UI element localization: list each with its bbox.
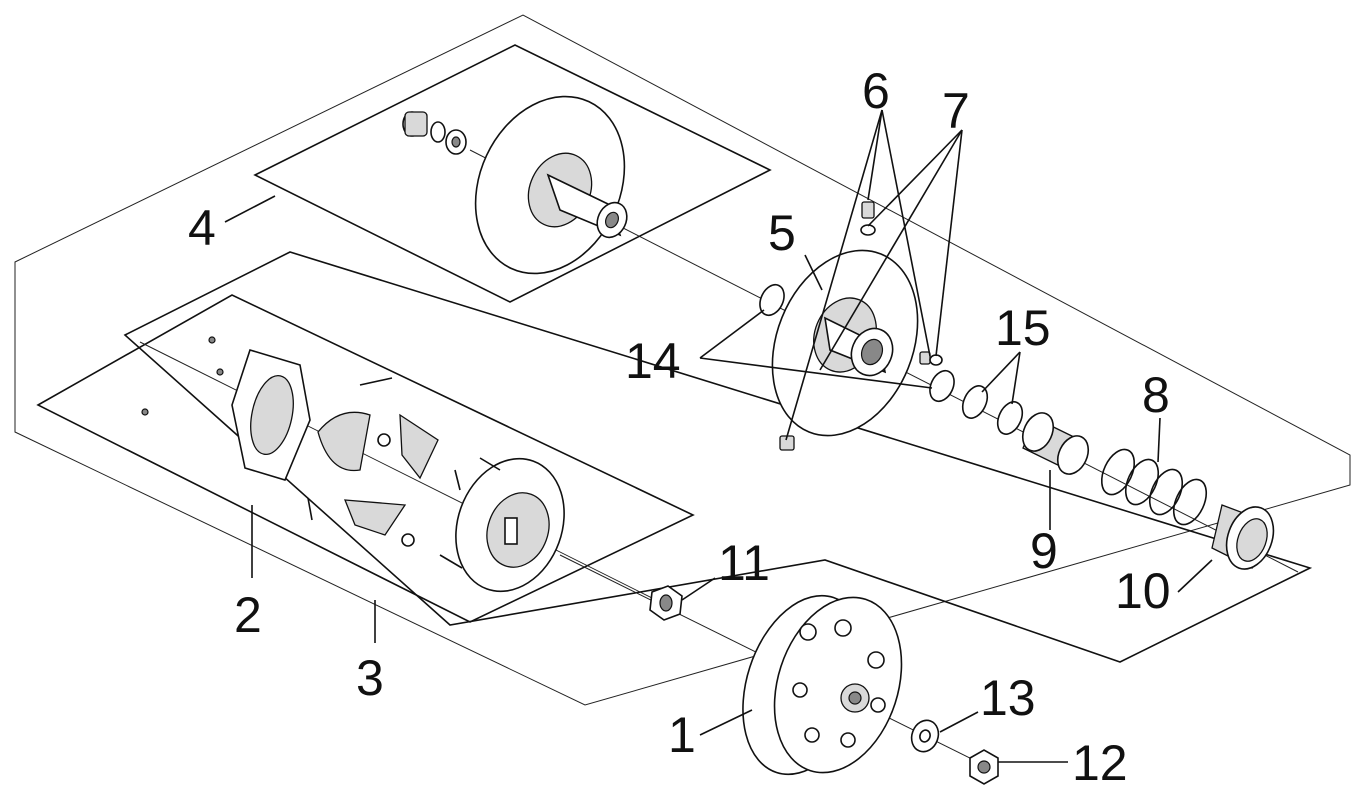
frame-clutch-shoes bbox=[36, 294, 695, 623]
part-9-sleeve bbox=[1021, 412, 1090, 475]
part-11-nut bbox=[649, 585, 683, 621]
clutch-shoes bbox=[307, 377, 461, 547]
part-10-spring-cup bbox=[1211, 504, 1275, 570]
part-6-pins bbox=[861, 201, 931, 365]
part-5-movable-pulley bbox=[771, 249, 919, 451]
callout-6: 6 bbox=[862, 63, 890, 119]
callout-2: 2 bbox=[234, 587, 262, 643]
callout-1: 1 bbox=[668, 707, 696, 763]
part-14-o-rings bbox=[759, 283, 955, 403]
leader-lines bbox=[224, 109, 1213, 763]
part-13-washer bbox=[910, 719, 940, 753]
clutch-drive-plate bbox=[439, 457, 565, 593]
callout-10: 10 bbox=[1115, 563, 1171, 619]
frame-clutch-assembly bbox=[123, 251, 1313, 663]
callout-9: 9 bbox=[1030, 523, 1058, 579]
callout-13: 13 bbox=[980, 670, 1036, 726]
callout-8: 8 bbox=[1142, 367, 1170, 423]
callout-5: 5 bbox=[768, 205, 796, 261]
axis-line-shoes bbox=[139, 341, 681, 613]
callout-11: 11 bbox=[718, 535, 770, 591]
callout-4: 4 bbox=[188, 200, 216, 256]
callout-14: 14 bbox=[625, 333, 681, 389]
part-15-seals bbox=[961, 385, 1024, 435]
callout-12: 12 bbox=[1072, 735, 1128, 791]
part-12-nut bbox=[969, 749, 999, 785]
part-2-back-plate bbox=[141, 336, 311, 481]
callout-15: 15 bbox=[995, 300, 1051, 356]
part-4-drive-pulley bbox=[402, 95, 628, 275]
part-1-clutch-bell bbox=[742, 594, 903, 776]
frame-drive-pulley bbox=[253, 44, 772, 303]
callout-7: 7 bbox=[942, 83, 970, 139]
callout-labels: 1 2 3 4 5 6 7 8 9 10 11 12 13 14 15 bbox=[188, 63, 1171, 791]
callout-3: 3 bbox=[356, 650, 384, 706]
part-8-spring bbox=[1100, 448, 1208, 526]
frame-outer-assembly bbox=[14, 14, 1351, 706]
